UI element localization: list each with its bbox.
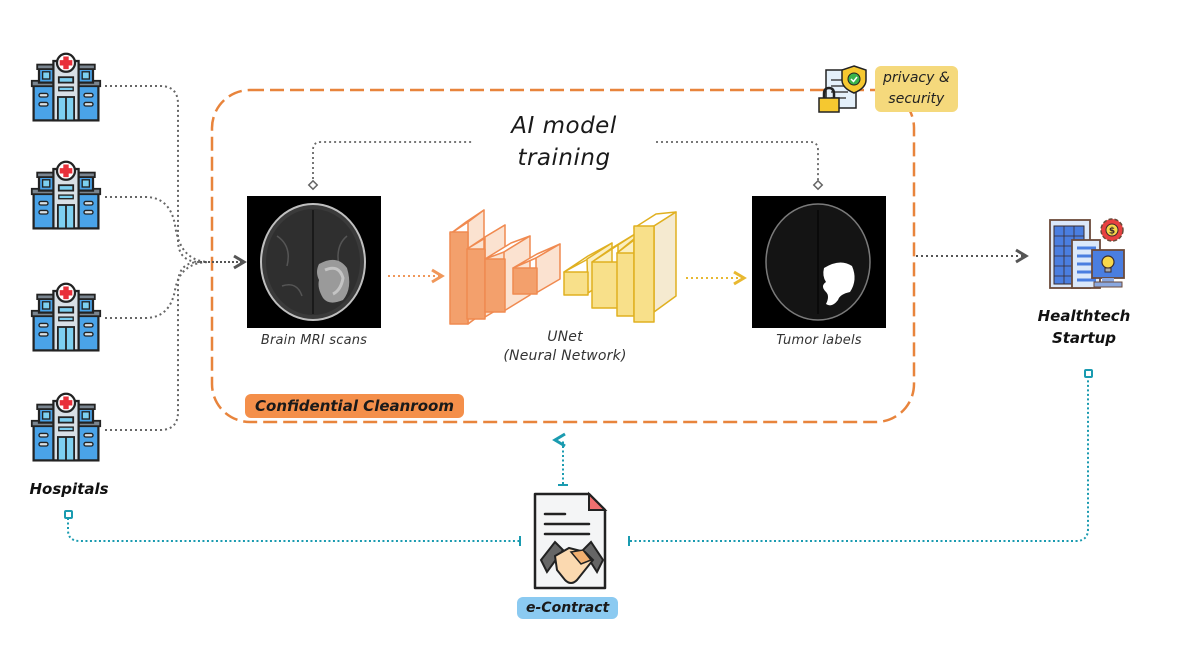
contract-anchor-startup <box>1084 369 1093 378</box>
startup-label-line1: Healthtech <box>1037 307 1131 325</box>
contract-anchor-hospitals <box>64 510 73 519</box>
startup-label: Healthtech Startup <box>1020 305 1148 349</box>
cleanroom-boundary <box>210 88 916 424</box>
startup-label-line2: Startup <box>1051 329 1117 347</box>
contract-handshake-icon <box>533 491 608 590</box>
contract-label: e-Contract <box>517 597 619 619</box>
svg-text:$: $ <box>1109 227 1115 237</box>
hospital-connectors <box>105 85 211 431</box>
encoder-block-4 <box>512 243 561 295</box>
hospital-icon <box>30 52 102 122</box>
ai-training-title-line1: AI model <box>511 113 617 139</box>
privacy-label-line2: security <box>888 91 945 107</box>
unet-label-line2: (Neural Network) <box>503 348 627 364</box>
cleanroom-label: Confidential Cleanroom <box>245 394 464 418</box>
hospital-icon <box>30 392 102 462</box>
tumor-mask-image <box>752 196 886 328</box>
decoder-block-4 <box>633 211 677 323</box>
brain-mri-image <box>247 196 381 328</box>
ai-training-title: AI model training <box>474 110 654 174</box>
office-building-icon: $ <box>1049 218 1125 289</box>
hospital-icon <box>30 160 102 230</box>
privacy-security-label: privacy & security <box>875 66 958 112</box>
unet-diagram <box>449 209 677 325</box>
loop-node-left <box>307 179 319 191</box>
training-loop-right <box>656 141 819 184</box>
ai-training-title-line2: training <box>517 145 611 171</box>
unet-label: UNet (Neural Network) <box>470 328 660 366</box>
mri-label: Brain MRI scans <box>260 333 368 348</box>
hospital-icon <box>30 282 102 352</box>
privacy-shield-lock-icon <box>818 65 867 113</box>
contract-links <box>67 378 1089 542</box>
tumor-label: Tumor labels <box>776 333 862 348</box>
loop-node-right <box>812 179 824 191</box>
hospitals-label: Hospitals <box>29 480 109 498</box>
unet-label-line1: UNet <box>547 329 583 345</box>
privacy-label-line1: privacy & <box>883 70 950 86</box>
training-loop-left <box>312 141 472 184</box>
